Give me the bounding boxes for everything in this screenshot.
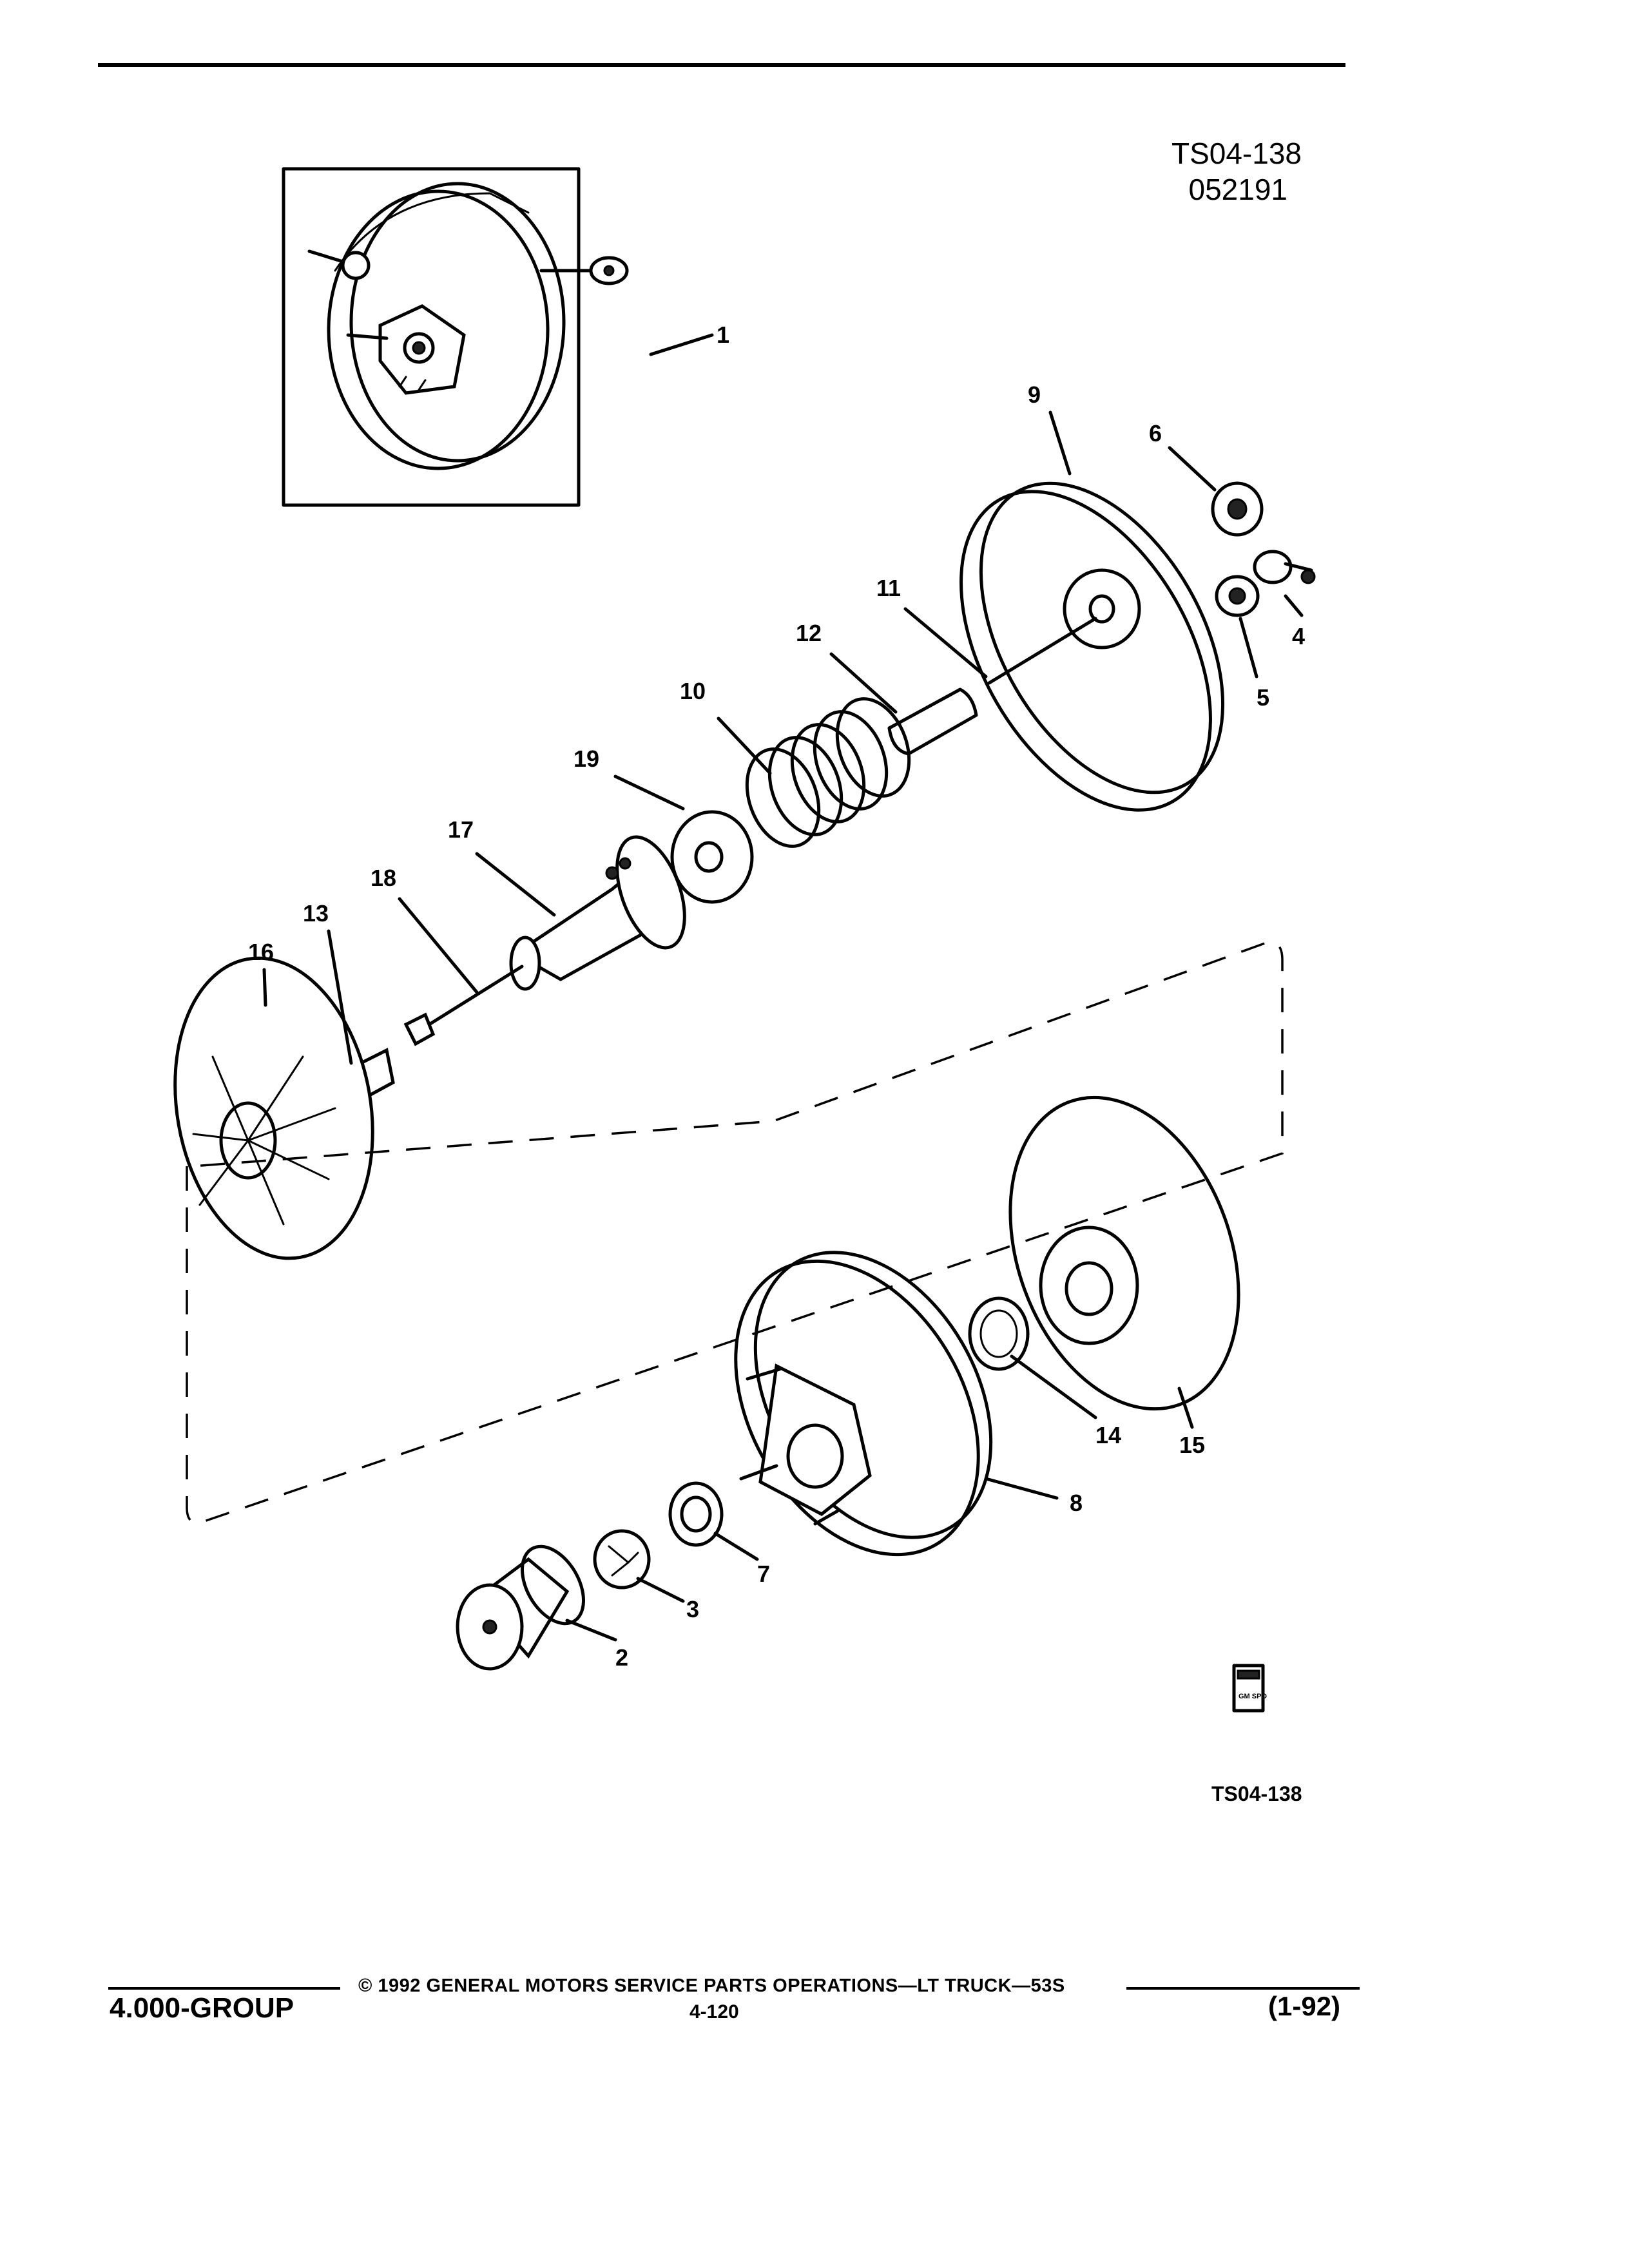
callout-16: 16 — [248, 939, 274, 965]
group-label: 4.000-GROUP — [110, 1992, 294, 2024]
clevis-4 — [1253, 550, 1316, 584]
assembled-booster — [307, 182, 629, 470]
front-housing-15 — [1008, 1095, 1240, 1411]
callout-1: 1 — [717, 322, 729, 348]
callout-18: 18 — [371, 865, 396, 891]
footer-rule-right — [1126, 1987, 1360, 1990]
valve-body-17 — [509, 835, 686, 991]
callout-13: 13 — [303, 900, 329, 927]
callout-9: 9 — [1028, 381, 1041, 408]
seal-6 — [1211, 481, 1264, 537]
rod-18 — [417, 965, 524, 1033]
callout-11: 11 — [876, 575, 901, 601]
callout-2: 2 — [615, 1644, 628, 1671]
revision-date: (1-92) — [1268, 1991, 1341, 2021]
assembly-guide-dashed — [186, 941, 1284, 1524]
rear-housing — [959, 481, 1225, 812]
ref-date: 052191 — [1188, 173, 1288, 206]
gm-spo-badge: GM SPO — [1232, 1664, 1267, 1713]
rod-end-18 — [403, 1012, 436, 1046]
callout-7: 7 — [757, 1561, 770, 1587]
piston-12 — [887, 687, 978, 756]
callout-8: 8 — [1070, 1490, 1083, 1516]
footer-rule-left — [108, 1987, 340, 1990]
callout-6: 6 — [1149, 420, 1162, 447]
callout-4: 4 — [1292, 623, 1305, 649]
leader-lines — [262, 333, 1304, 1642]
push-rod-11 — [987, 617, 1097, 685]
figure-code: TS04-138 — [1211, 1782, 1302, 1805]
return-spring — [745, 697, 911, 848]
callout-12: 12 — [796, 620, 822, 646]
callout-3: 3 — [686, 1596, 699, 1622]
badge-text: GM SPO — [1239, 1693, 1267, 1700]
callout-19: 19 — [574, 745, 599, 772]
top-rule — [98, 63, 1345, 67]
booster-shell-8 — [734, 1251, 993, 1557]
seal-14 — [968, 1296, 1030, 1371]
retainer-19 — [670, 810, 754, 904]
callout-5: 5 — [1257, 684, 1269, 711]
nut-5 — [1215, 575, 1260, 617]
copyright-line: © 1992 GENERAL MOTORS SERVICE PARTS OPER… — [358, 1975, 1065, 1996]
diaphragm-16 — [173, 956, 374, 1260]
filter-3 — [593, 1529, 651, 1590]
page-number: 4-120 — [689, 2001, 739, 2023]
inset-box — [282, 167, 581, 507]
callout-17: 17 — [448, 816, 474, 843]
callout-10: 10 — [680, 678, 706, 704]
check-valve-2 — [456, 1544, 585, 1671]
callout-14: 14 — [1095, 1422, 1121, 1448]
seal-7 — [668, 1481, 724, 1547]
callout-15: 15 — [1179, 1432, 1205, 1458]
ref-code: TS04-138 — [1171, 137, 1302, 170]
